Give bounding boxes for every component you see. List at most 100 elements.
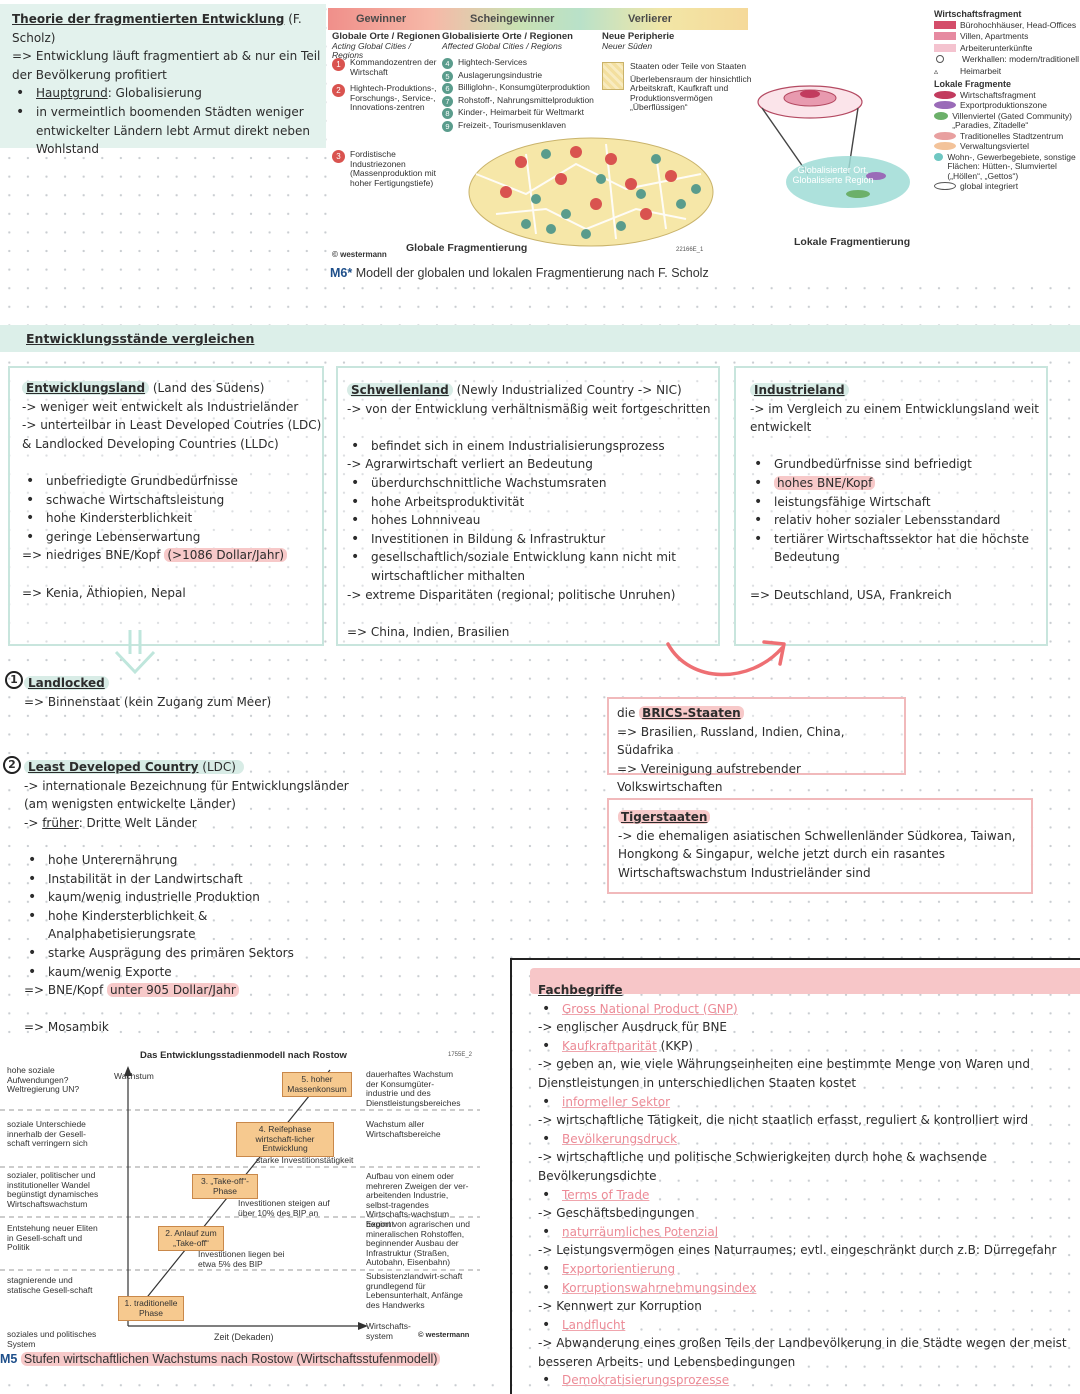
emerging-item: •Investitionen in Bildung & Infrastruktu…	[347, 530, 715, 549]
legend-text: Verwaltungsviertel	[960, 141, 1029, 151]
term-name: Gross National Product (GNP)	[562, 1001, 738, 1016]
legend-text: global integriert	[960, 181, 1019, 191]
pseudo-text: Rohstoff-, Nahrungsmittelproduktion	[458, 94, 594, 105]
legend-item: Villenviertel (Gated Community) „Paradie…	[934, 111, 1080, 131]
scholz-legend: Wirtschaftsfragment Bürohochhäuser, Head…	[934, 9, 1080, 192]
term-item: informeller Sektor	[538, 1093, 1068, 1112]
winner-num: 2	[332, 84, 345, 97]
industrial-bullet: relativ hoher sozialer Lebensstandard	[750, 511, 1042, 530]
landlocked-block: Landlocked => Binnenstaat (kein Zugang z…	[24, 674, 324, 711]
rostow-stage-5: 5. hoher Massenkonsum	[282, 1072, 352, 1097]
legend-text: Villen, Apartments	[960, 31, 1029, 41]
term-name: informeller Sektor	[562, 1094, 671, 1109]
rostow-note: starke Investitionstätigkeit	[256, 1155, 354, 1165]
head-pseudo: Scheingewinner	[470, 13, 555, 25]
ldc-bullet: kaum/wenig industrielle Produktion	[24, 888, 354, 907]
factory-icon	[936, 55, 944, 63]
emerging-examples: => China, Indien, Brasilien	[347, 624, 510, 639]
term-desc: -> englischer Ausdruck für BNE	[538, 1020, 728, 1035]
ldc-line: -> internationale Bezeichnung für Entwic…	[24, 778, 349, 812]
col2-title: Globalisierte Orte / Regionen	[442, 31, 573, 42]
rostow-left-label: stagnierende und statische Gesell-schaft	[7, 1275, 93, 1295]
legend-text: Werkhallen: modern/traditionell	[962, 54, 1080, 64]
legend-text: Wirtschaftsfragment	[960, 89, 1036, 100]
brics-line: => Vereinigung aufstrebender Volkswirtsc…	[617, 761, 801, 795]
caption-code: M5	[0, 1352, 18, 1366]
caption-text: Stufen wirtschaftlichen Wachstums nach R…	[20, 1352, 441, 1366]
section-bar	[0, 325, 1080, 352]
term-name: Kaufkraftparität	[562, 1038, 657, 1053]
dev-title: Entwicklungsland	[22, 381, 150, 395]
col1-head: Globale Orte / Regionen Acting Global Ci…	[332, 32, 442, 61]
industrial-examples: => Deutschland, USA, Frankreich	[750, 587, 952, 602]
ldc-bullet: Instabilität in der Landwirtschaft	[24, 870, 354, 889]
dev-gnp-line: => niedriges BNE/Kopf	[22, 548, 161, 563]
emerging-item-text: Investitionen in Bildung & Infrastruktur	[371, 531, 606, 546]
emerging-country-box	[336, 366, 720, 646]
pseudo-num: 4	[442, 58, 453, 69]
rostow-stage-4: 4. Reifephase wirtschaft-licher Entwickl…	[236, 1122, 334, 1157]
rostow-left-label: soziales und politisches System	[7, 1329, 97, 1349]
legend-item: Wohn-, Gewerbegebiete, sonstige Flächen:…	[934, 151, 1080, 182]
term-desc: -> Leistungsvermögen eines Naturraumes; …	[538, 1243, 1057, 1258]
brics-line: => Brasilien, Russland, Indien, China, S…	[617, 724, 845, 758]
legend-item: global integriert	[934, 181, 1080, 192]
term-item: Demokratisierungsprozesse	[538, 1371, 1068, 1390]
down-arrow-icon	[114, 630, 156, 675]
losers-icon	[602, 62, 624, 90]
term-item: Gross National Product (GNP)	[538, 1000, 1068, 1019]
ldc-example: => Mosambik	[24, 1020, 109, 1035]
tigers-content: Tigerstaaten -> die ehemaligen asiatisch…	[618, 808, 1024, 882]
theory-bullet1-text: : Globalisierung	[107, 86, 202, 101]
brics-content: die BRICS-Staaten => Brasilien, Russland…	[617, 704, 902, 797]
westermann-logo-top: © westermann	[332, 250, 387, 259]
rostow-right-label: Export von agrarischen und mineralischen…	[366, 1219, 470, 1267]
term-desc: -> Geschäftsbedingungen	[538, 1206, 695, 1221]
rostow-right-label: Aufbau von einem oder mehreren Zweigen d…	[366, 1171, 469, 1229]
legend-item: Traditionelles Stadtzentrum	[934, 131, 1080, 142]
local-fragmentation-label: Lokale Fragmentierung	[794, 236, 911, 248]
ldc-bullet: starke Ausprägung des primären Sektors	[24, 944, 354, 963]
industrial-bullet: tertiärer Wirtschaftssektor hat die höch…	[750, 530, 1042, 567]
term-name: Terms of Trade	[562, 1187, 650, 1202]
scholz-figure: Gewinner Scheingewinner Verlierer Global…	[328, 4, 1080, 286]
ldc-bullet: kaum/wenig Exporte	[24, 963, 354, 982]
rostow-x-axis: Zeit (Dekaden)	[214, 1332, 274, 1342]
industrial-bullet: Grundbedürfnisse sind befriedigt	[750, 455, 1042, 474]
winner-item: 2 Hightech-Produktions-, Forschungs-, Se…	[332, 83, 440, 150]
term-desc: -> geben an, wie viele Währungseinheiten…	[538, 1057, 1030, 1090]
scholz-header: Gewinner Scheingewinner Verlierer	[328, 8, 748, 30]
bullet-dot: •	[351, 512, 360, 529]
dev-bullet: geringe Lebenserwartung	[22, 528, 322, 547]
theory-bullet2: in vermeintlich boomenden Städten wenige…	[12, 103, 326, 159]
head-losers: Verlierer	[628, 13, 673, 25]
pseudo-text: Billiglohn-, Konsumgüterproduktion	[458, 82, 590, 92]
pseudo-text: Hightech-Services	[458, 57, 527, 67]
legend-item: Exportproduktionszone	[934, 100, 1080, 111]
col2-sub: Affected Global Cities / Regions	[442, 40, 563, 51]
legend-title-economy: Wirtschaftsfragment	[934, 9, 1022, 19]
developing-country-content: Entwicklungsland (Land des Südens) -> we…	[22, 379, 322, 602]
winner-item: 3 Fordistische Industriezonen (Massenpro…	[332, 149, 440, 188]
dev-bullet: unbefriedigte Grundbedürfnisse	[22, 472, 322, 491]
legend-item: Verwaltungsviertel	[934, 141, 1080, 152]
legend-swatch	[934, 111, 949, 120]
tigers-text: -> die ehemaligen asiatischen Schwellenl…	[618, 828, 1016, 880]
winner-num: 3	[332, 150, 345, 163]
map-code: 22166E_1	[676, 247, 704, 253]
industrial-country-content: Industrieland -> im Vergleich zu einem E…	[750, 381, 1042, 604]
westermann-logo-bottom: © westermann	[418, 1330, 470, 1339]
rostow-right-label: Wachstum aller Wirtschaftsbereiche	[366, 1119, 441, 1139]
brics-prefix: die	[617, 706, 636, 720]
legend-swatch	[934, 20, 956, 29]
legend-title-local: Lokale Fragmente	[934, 79, 1012, 89]
rostow-left-label: soziale Unterschiede innerhalb der Gesel…	[7, 1119, 88, 1148]
legend-text: Wohn-, Gewerbegebiete, sonstige Flächen:…	[947, 151, 1076, 181]
col3-head: Neue Peripherie Neuer Süden	[602, 32, 722, 51]
col2-head: Globalisierte Orte / Regionen Affected G…	[442, 32, 602, 51]
winner-text: Kommandozentren der Wirtschaft	[350, 57, 437, 77]
pseudo-text: Auslagerungsindustrie	[458, 69, 543, 80]
term-name: naturräumliches Potenzial	[562, 1224, 719, 1239]
term-item: Exportorientierung	[538, 1260, 1068, 1279]
pseudo-text: Freizeit-, Tourismusenklaven	[458, 119, 567, 130]
